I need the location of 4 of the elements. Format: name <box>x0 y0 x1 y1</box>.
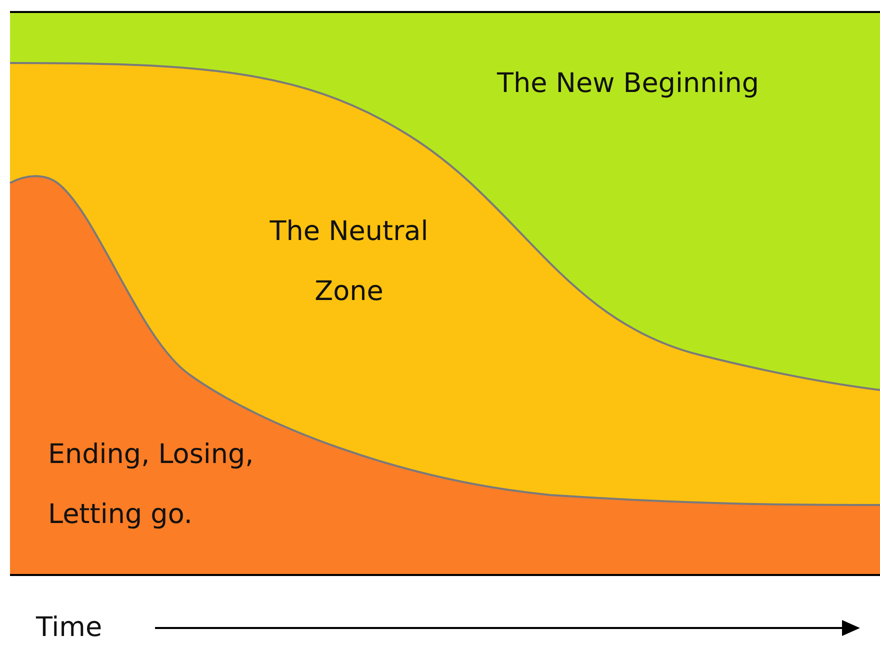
region-label: The Neutral Zone <box>268 215 430 309</box>
axis-label: Time <box>36 612 102 643</box>
region-label: The New Beginning <box>497 67 760 101</box>
region-label: Ending, Losing, Letting go. <box>48 438 255 532</box>
